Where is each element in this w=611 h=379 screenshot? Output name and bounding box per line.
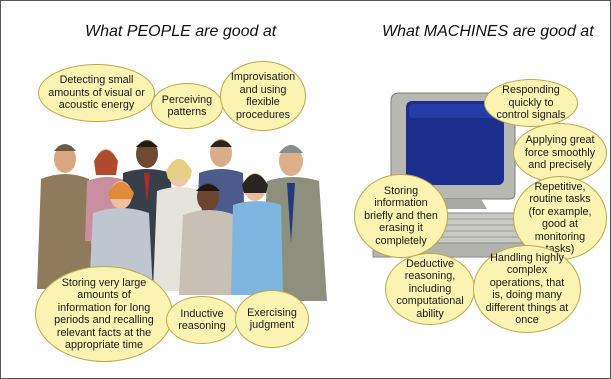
bubble-inductive-reasoning: Inductive reasoning: [166, 296, 238, 344]
bubble-deductive-reasoning: Deductive reasoning, including computati…: [385, 253, 475, 325]
bubble-responding-quickly: Responding quickly to control signals: [484, 79, 578, 127]
bubble-applying-force: Applying great force smoothly and precis…: [513, 123, 607, 183]
person-front-dark: [179, 183, 239, 295]
bubble-perceiving-patterns: Perceiving patterns: [151, 83, 223, 129]
person-back-left: [37, 144, 93, 289]
people-group-illustration: [37, 139, 327, 301]
bubble-improvisation: Improvisation and using flexible procedu…: [220, 61, 306, 131]
bubble-detecting-energy: Detecting small amounts of visual or aco…: [38, 64, 155, 122]
machines-heading: What MACHINES are good at: [382, 23, 594, 40]
bubble-handling-complex-operations: Handling highly complex operations, that…: [473, 245, 581, 333]
bubble-exercising-judgment: Exercising judgment: [235, 290, 309, 348]
bubble-storing-large-amounts: Storing very large amounts of informatio…: [35, 266, 173, 362]
bubble-repetitive-tasks: Repetitive, routine tasks (for example, …: [513, 176, 607, 260]
bubble-storing-briefly: Storing information briefly and then era…: [354, 174, 448, 258]
person-front-blue: [231, 173, 283, 295]
people-heading: What PEOPLE are good at: [85, 23, 277, 40]
